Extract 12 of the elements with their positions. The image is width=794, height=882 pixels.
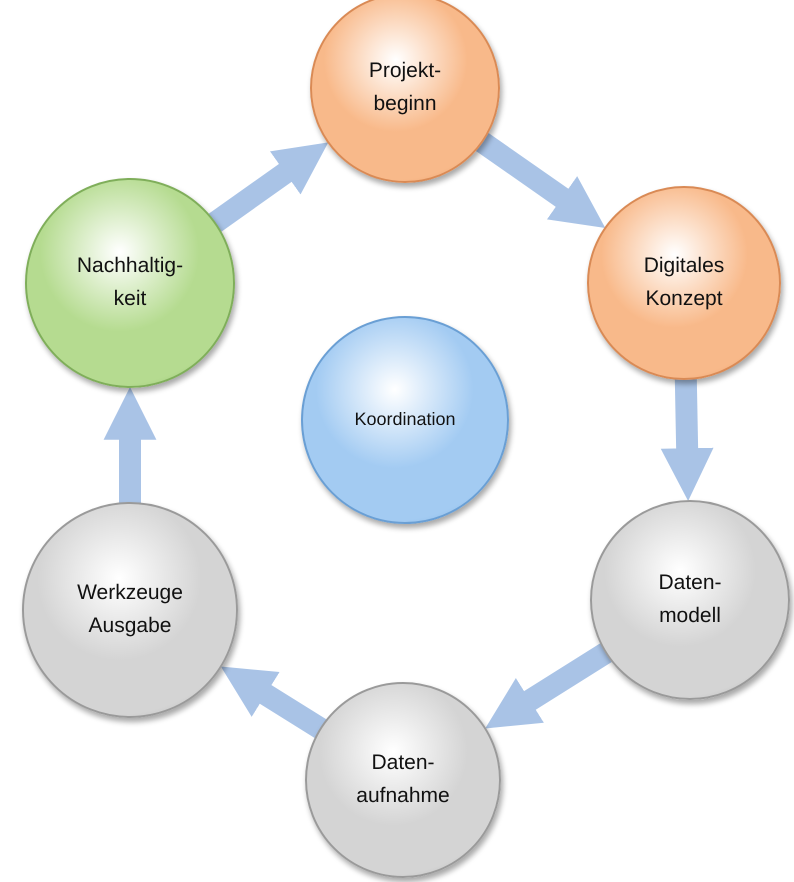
block-arrow bbox=[104, 387, 156, 503]
block-arrow bbox=[208, 142, 328, 232]
block-arrow bbox=[660, 378, 714, 502]
node-label: Nachhaltig- keit bbox=[76, 253, 184, 312]
node-label: Projekt- beginn bbox=[368, 58, 442, 117]
node-label: Koordination bbox=[353, 408, 457, 432]
block-arrow bbox=[476, 132, 606, 228]
node-label: Digitales Konzept bbox=[642, 253, 726, 312]
node-label: Daten- modell bbox=[657, 570, 723, 629]
node-label: Daten- aufnahme bbox=[355, 750, 451, 809]
block-arrow bbox=[485, 643, 612, 728]
node-label: Werkzeuge Ausgabe bbox=[76, 580, 184, 639]
